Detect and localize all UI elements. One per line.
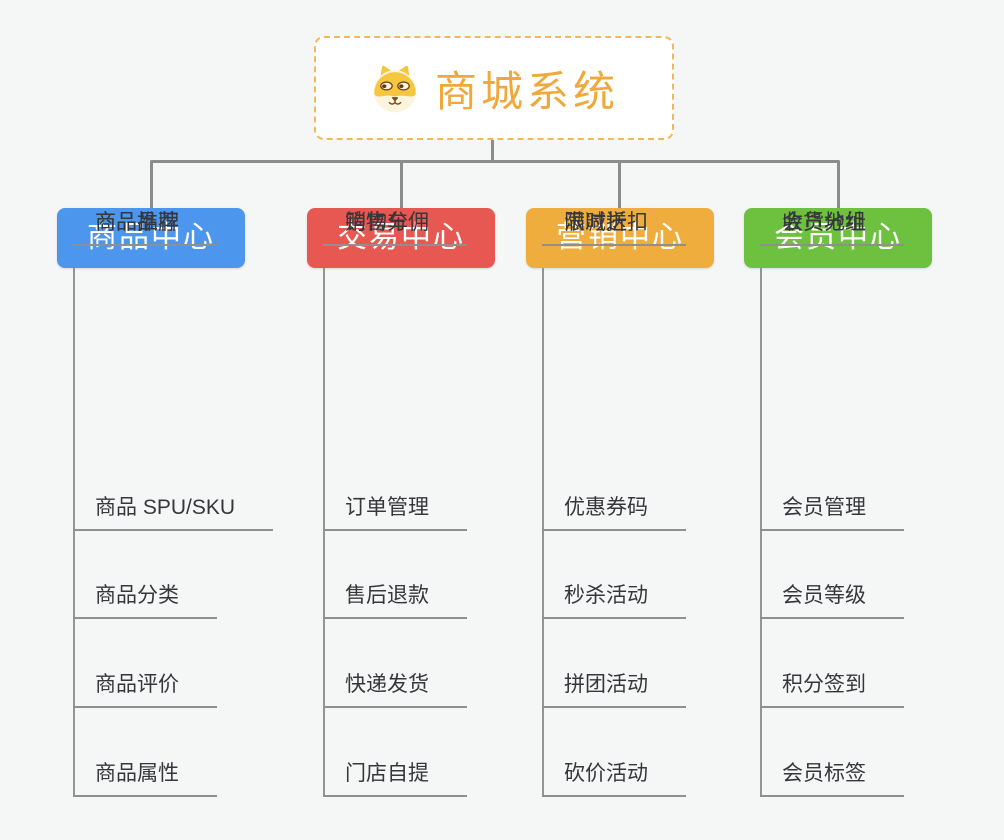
- connector-root-stem: [491, 140, 494, 162]
- leaf-node[interactable]: 拼团活动: [542, 670, 686, 708]
- branch-vline-marketing-center: [542, 268, 544, 797]
- leaf-node[interactable]: 商品 SPU/SKU: [73, 493, 274, 531]
- leaf-node[interactable]: 收货地址: [760, 208, 904, 246]
- branch-vline-trade-center: [323, 268, 325, 797]
- leaf-node[interactable]: 积分签到: [760, 670, 904, 708]
- leaf-node[interactable]: 优惠券码: [542, 493, 686, 531]
- branch-node-marketing-center[interactable]: 营销中心: [526, 208, 714, 268]
- branch-vline-product-center: [73, 268, 75, 797]
- leaf-node[interactable]: 商品品牌: [73, 208, 217, 246]
- branch-node-product-center[interactable]: 商品中心: [57, 208, 245, 268]
- branch-trade-center: 交易中心订单管理售后退款快递发货门店自提购物车销售分佣: [307, 208, 597, 808]
- leaf-node[interactable]: 商品属性: [73, 759, 217, 797]
- leaf-node[interactable]: 砍价活动: [542, 759, 686, 797]
- branch-node-trade-center[interactable]: 交易中心: [307, 208, 495, 268]
- leaf-node[interactable]: 门店自提: [323, 759, 467, 797]
- connector-drop-product: [150, 162, 153, 208]
- leaf-node[interactable]: 满减送: [542, 208, 665, 246]
- leaf-node[interactable]: 销售分佣: [323, 208, 467, 246]
- connector-horizontal-bar: [150, 160, 840, 163]
- leaf-node[interactable]: 商品分类: [73, 581, 217, 619]
- branch-marketing-center: 营销中心优惠券码秒杀活动拼团活动砍价活动限时折扣满减送: [526, 208, 816, 808]
- branch-member-center: 会员中心会员管理会员等级积分签到会员标签会员分组收货地址: [744, 208, 1004, 808]
- leaf-node[interactable]: 商品评价: [73, 670, 217, 708]
- leaf-node[interactable]: 快递发货: [323, 670, 467, 708]
- leaf-node[interactable]: 售后退款: [323, 581, 467, 619]
- connector-drop-trade: [400, 162, 403, 208]
- root-title: 商城系统: [434, 67, 619, 115]
- root-node[interactable]: 商城系统: [314, 36, 674, 140]
- connector-drop-marketing: [618, 162, 621, 208]
- leaf-node[interactable]: 秒杀活动: [542, 581, 686, 619]
- branch-node-member-center[interactable]: 会员中心: [744, 208, 932, 268]
- leaf-node[interactable]: 会员等级: [760, 581, 904, 619]
- leaf-node[interactable]: 会员标签: [760, 759, 904, 797]
- branch-vline-member-center: [760, 268, 762, 797]
- leaf-node[interactable]: 会员管理: [760, 493, 904, 531]
- dog-face-icon: [373, 65, 417, 113]
- connector-drop-member: [837, 162, 840, 208]
- leaf-node[interactable]: 订单管理: [323, 493, 467, 531]
